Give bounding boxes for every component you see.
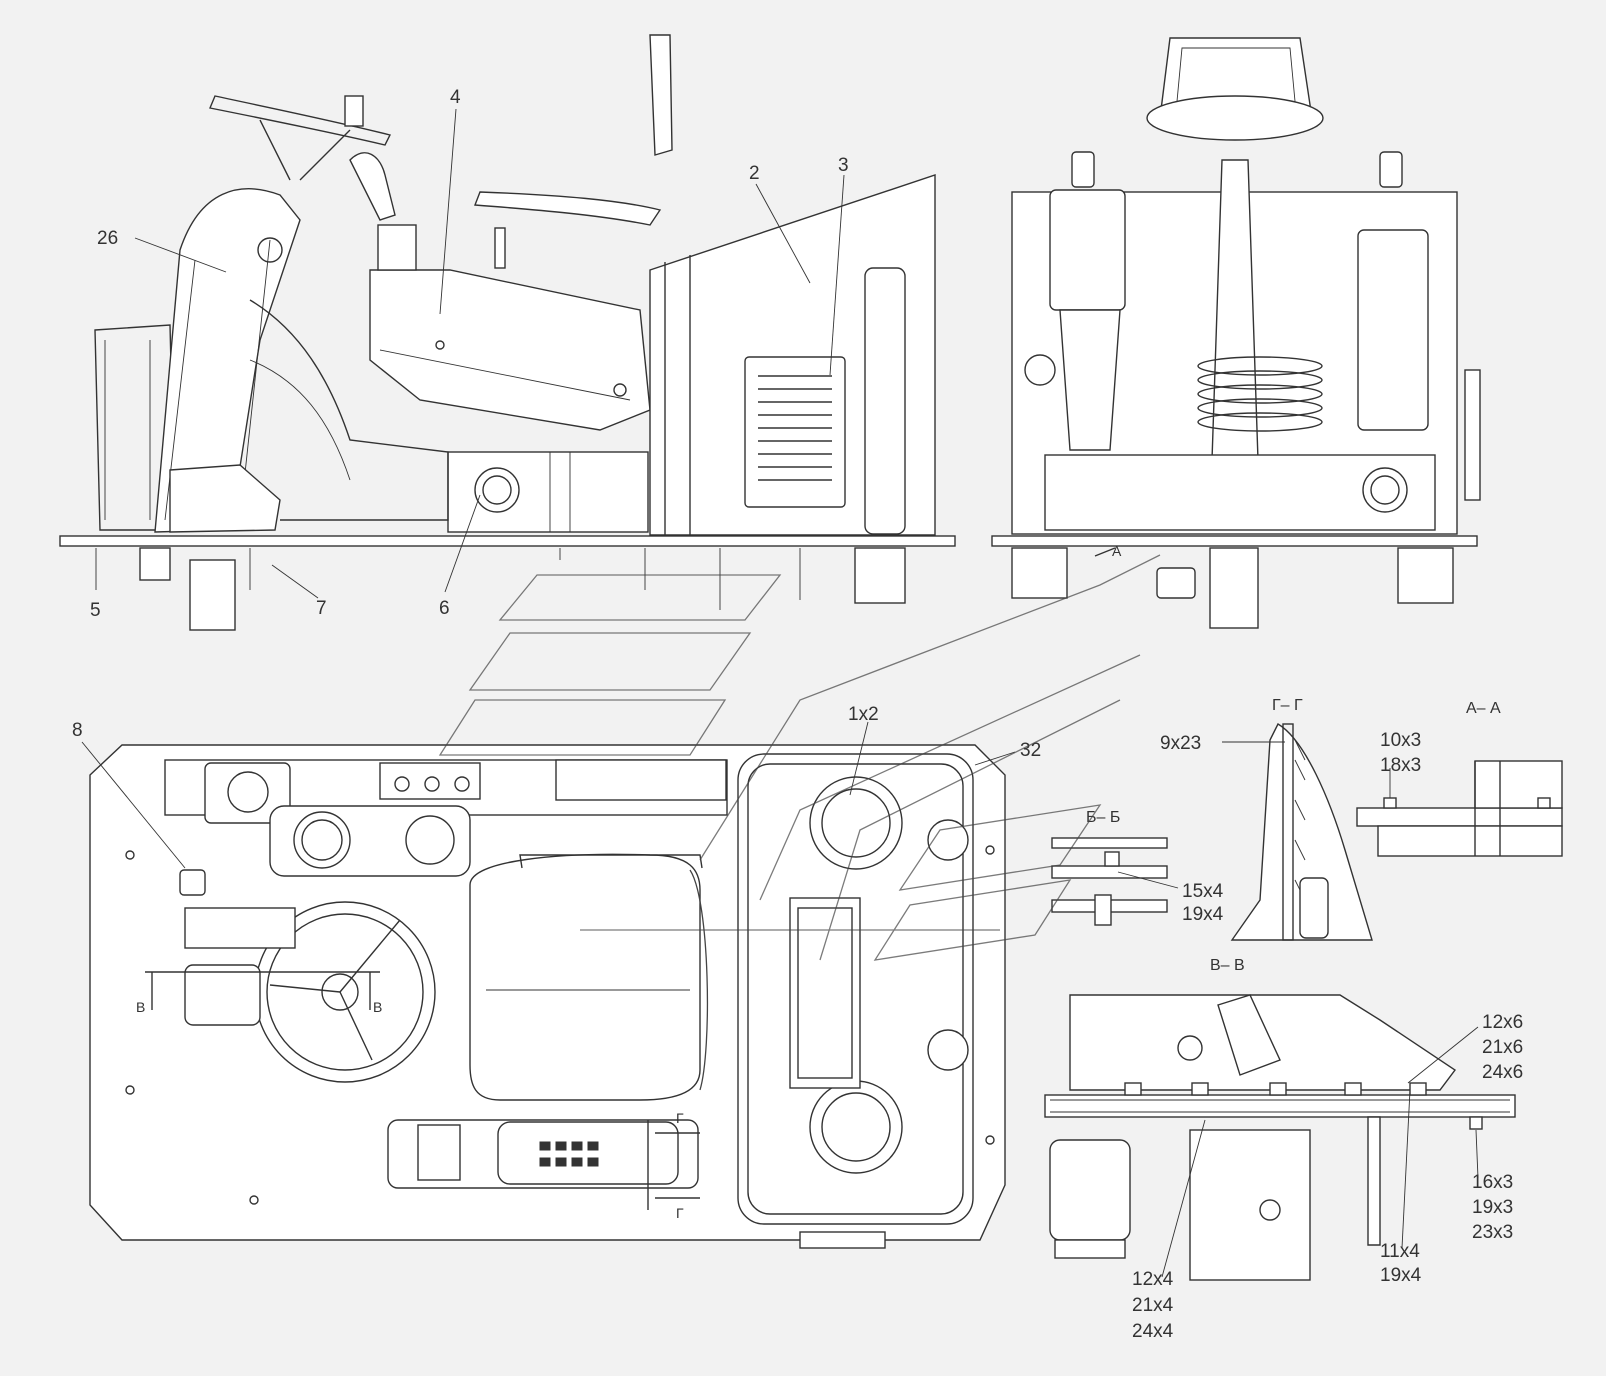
side-callout-leaders [95, 108, 845, 599]
section-mark-g-top: Г [676, 1110, 684, 1126]
aa-label-18x3: 18x3 [1380, 755, 1421, 776]
section-bb: Б– Б 15x4 19x4 [1051, 809, 1224, 926]
top-view: В В Г Г 8 1x2 32 [72, 704, 1041, 1249]
vv-label-12x4: 12x4 [1132, 1269, 1174, 1290]
section-mark-v-right: В [373, 999, 382, 1015]
vv-label-19x3: 19x3 [1472, 1197, 1513, 1218]
button-grid [539, 1141, 599, 1167]
bellows [1197, 356, 1323, 432]
vv-label-16x3: 16x3 [1472, 1172, 1513, 1193]
section-aa: А– А 10x3 18x3 [1356, 700, 1563, 857]
callout-32: 32 [1020, 740, 1041, 761]
section-mark-g-bottom: Г [676, 1205, 684, 1221]
section-gg-title: Г– Г [1272, 697, 1303, 714]
bb-label-15x4: 15x4 [1182, 881, 1224, 902]
top-callout-leaders [81, 721, 1016, 869]
section-gg: Г– Г 9x23 [1160, 697, 1373, 941]
vv-label-23x3: 23x3 [1472, 1222, 1513, 1243]
section-mark-a-front: A [1112, 543, 1122, 559]
callout-8: 8 [72, 720, 83, 741]
bb-label-19x4: 19x4 [1182, 904, 1224, 925]
callout-7: 7 [316, 598, 327, 619]
vv-label-19x4: 19x4 [1380, 1265, 1422, 1286]
vv-label-21x4: 21x4 [1132, 1295, 1174, 1316]
callout-3: 3 [838, 155, 849, 176]
vv-label-24x4: 24x4 [1132, 1321, 1174, 1342]
callout-5: 5 [90, 600, 101, 621]
front-view: A [991, 37, 1481, 629]
vv-label-11x4: 11x4 [1380, 1241, 1420, 1262]
vv-label-12x6: 12x6 [1482, 1012, 1523, 1033]
section-mark-v-left: В [136, 999, 145, 1015]
watermark-lines [438, 554, 1161, 961]
vv-bolts [1124, 1082, 1483, 1130]
vv-label-21x6: 21x6 [1482, 1037, 1523, 1058]
callout-6: 6 [439, 598, 450, 619]
gg-label-9x23: 9x23 [1160, 733, 1201, 754]
section-aa-title: А– А [1466, 700, 1501, 717]
aa-label-10x3: 10x3 [1380, 730, 1421, 751]
callout-2: 2 [749, 163, 760, 184]
callout-1x2: 1x2 [848, 704, 879, 725]
callout-4: 4 [450, 87, 461, 108]
vv-leaders [1161, 1026, 1479, 1278]
vv-label-24x6: 24x6 [1482, 1062, 1523, 1083]
side-view: 26 4 2 3 5 7 6 [59, 34, 956, 631]
grille-slats [758, 375, 832, 481]
section-vv-title: В– В [1210, 957, 1245, 974]
section-vv: В– В 12x6 21x6 24x6 12x4 21x4 24x4 [1044, 957, 1523, 1342]
callout-26: 26 [97, 228, 118, 249]
